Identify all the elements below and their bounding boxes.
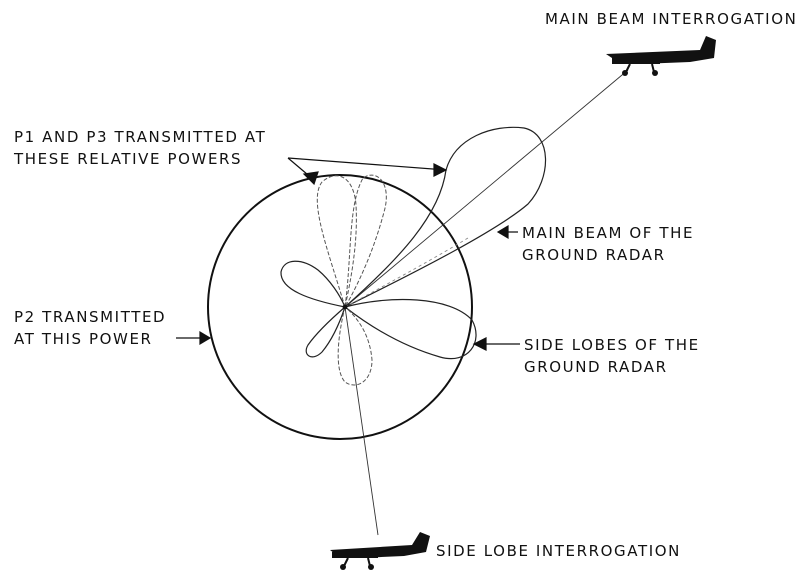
p1-p3-line1: P1 AND P3 TRANSMITTED AT bbox=[14, 126, 266, 148]
side-lobe-upper bbox=[317, 176, 356, 307]
main-beam-interrogation-text: MAIN BEAM INTERROGATION bbox=[545, 10, 797, 28]
side-lobes-line2: GROUND RADAR bbox=[524, 356, 700, 378]
side-lobes-label: SIDE LOBES OF THE GROUND RADAR bbox=[524, 334, 700, 378]
side-lobe-right bbox=[345, 299, 476, 358]
main-beam-lobe bbox=[345, 127, 546, 307]
side-lobe-lower bbox=[338, 307, 372, 385]
main-beam-line1: MAIN BEAM OF THE bbox=[522, 222, 694, 244]
antenna-marker bbox=[343, 305, 348, 310]
main-beam-inner-edge bbox=[345, 238, 468, 307]
main-beam-interrogation-label: MAIN BEAM INTERROGATION bbox=[545, 8, 797, 30]
side-lobes-line1: SIDE LOBES OF THE bbox=[524, 334, 700, 356]
aircraft-icon-top bbox=[606, 36, 716, 76]
main-beam-sight-line bbox=[345, 70, 628, 307]
p2-line1: P2 TRANSMITTED bbox=[14, 306, 166, 328]
side-lobe-lower-left bbox=[306, 307, 345, 357]
side-lobe-left bbox=[281, 261, 345, 307]
side-lobe-upper-right bbox=[345, 175, 386, 307]
p2-line2: AT THIS POWER bbox=[14, 328, 166, 350]
p2-power-circle bbox=[208, 175, 472, 439]
side-lobe-sight-line bbox=[345, 307, 378, 535]
p1-p3-label: P1 AND P3 TRANSMITTED AT THESE RELATIVE … bbox=[14, 126, 266, 170]
p1-p3-line2: THESE RELATIVE POWERS bbox=[14, 148, 266, 170]
side-lobe-interrogation-text: SIDE LOBE INTERROGATION bbox=[436, 542, 681, 560]
main-beam-line2: GROUND RADAR bbox=[522, 244, 694, 266]
p2-label: P2 TRANSMITTED AT THIS POWER bbox=[14, 306, 166, 350]
side-lobe-interrogation-label: SIDE LOBE INTERROGATION bbox=[436, 540, 681, 562]
main-beam-label: MAIN BEAM OF THE GROUND RADAR bbox=[522, 222, 694, 266]
aircraft-icon-bottom bbox=[330, 532, 430, 570]
leader-arrows bbox=[176, 158, 520, 350]
